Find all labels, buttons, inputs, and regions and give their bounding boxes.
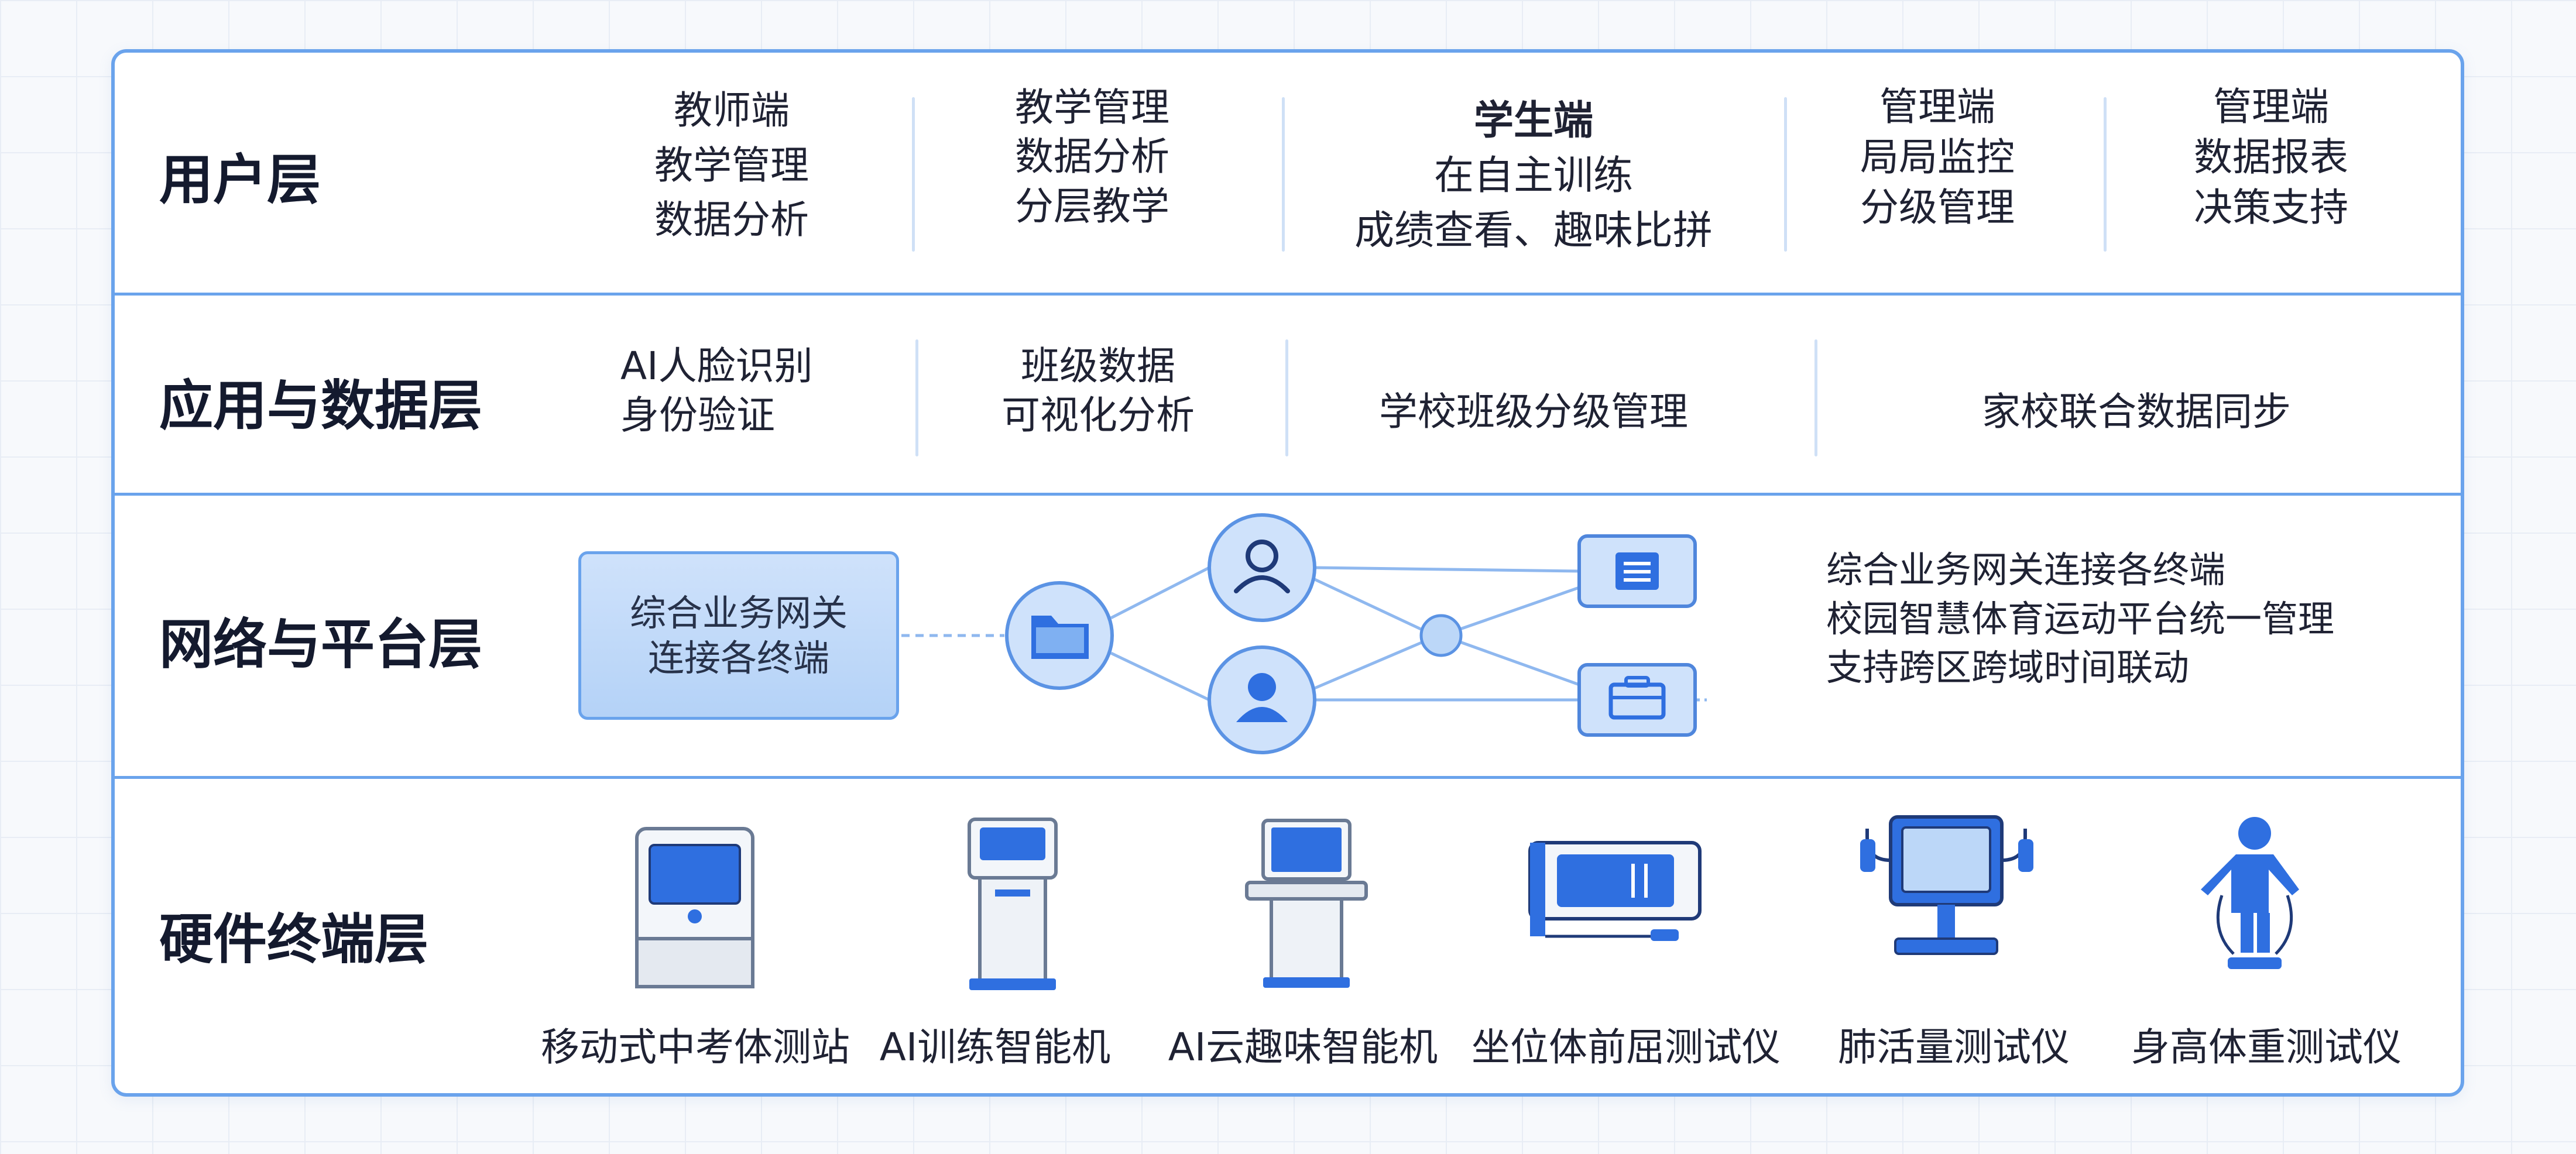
device-label-height-weight: 身高体重测试仪 (2131, 1025, 2402, 1070)
app-col-home-school: 家校联合数据同步 (1873, 380, 2400, 437)
app-separator (1814, 339, 1817, 456)
user-col-line: 学生端 (1473, 98, 1593, 144)
user-col-line: 在自主训练 (1433, 152, 1633, 199)
user-col-line: 分级管理 (1860, 184, 2015, 230)
user-col-line: 管理端 (2213, 84, 2329, 129)
app-col-line: 家校联合数据同步 (1982, 389, 2291, 434)
user-col-line: 管理端 (1879, 84, 1995, 129)
device-label-kiosk: 移动式中考体测站 (541, 1025, 850, 1070)
layer-title-hardware: 硬件终端层 (159, 908, 429, 971)
separator-app-network (115, 493, 2461, 496)
toolbox-icon (1577, 663, 1697, 737)
user-col-admin-report: 管理端 数据报表 决策支持 (2154, 82, 2388, 232)
network-description: 综合业务网关连接各终端 校园智慧体育运动平台统一管理 支持跨区跨域时间联动 (1826, 545, 2334, 692)
device-label-spirometer: 肺活量测试仪 (1838, 1025, 2070, 1070)
user-col-admin-monitor: 管理端 局局监控 分级管理 (1820, 82, 2054, 232)
folder-icon (1005, 581, 1114, 690)
user-col-teaching: 教学管理 数据分析 分层教学 (975, 83, 1209, 231)
separator-network-hardware (115, 776, 2461, 779)
kiosk-icon (635, 827, 754, 988)
app-col-line: AI人脸识别 (620, 344, 813, 389)
layer-title-app: 应用与数据层 (159, 375, 483, 437)
layer-title-user: 用户层 (159, 149, 321, 211)
sit-reach-tester-icon (1528, 841, 1702, 941)
app-separator (915, 339, 918, 456)
user-col-student: 学生端 在自主训练 成绩查看、趣味比拼 (1317, 94, 1750, 258)
app-col-line: 身份验证 (620, 393, 775, 438)
user-col-line: 分层教学 (1015, 183, 1169, 229)
spirometer-icon (1860, 815, 2033, 955)
user-col-line: 教师端 (674, 88, 790, 133)
network-desc-line: 校园智慧体育运动平台统一管理 (1826, 597, 2335, 640)
user-col-line: 成绩查看、趣味比拼 (1354, 207, 1713, 254)
user-separator (2104, 97, 2107, 252)
layer-title-network: 网络与平台层 (159, 613, 483, 676)
device-label-cloud: AI云趣味智能机 (1168, 1025, 1438, 1070)
gateway-box: 综合业务网关 连接各终端 (578, 551, 899, 720)
gateway-line: 连接各终端 (647, 637, 829, 679)
document-icon (1577, 534, 1697, 608)
app-col-line: 可视化分析 (1001, 393, 1195, 438)
user-col-line: 数据分析 (1015, 134, 1169, 180)
user-icon (1208, 645, 1316, 754)
height-weight-icon (2201, 817, 2299, 969)
device-label-sit-reach: 坐位体前屈测试仪 (1471, 1025, 1781, 1070)
app-col-class-data: 班级数据 可视化分析 (975, 342, 1221, 441)
user-separator (1282, 97, 1285, 252)
hub-node (1419, 614, 1463, 657)
app-col-line: 学校班级分级管理 (1379, 389, 1688, 434)
device-label-training: AI训练智能机 (879, 1025, 1111, 1070)
user-col-line: 数据分析 (654, 197, 809, 243)
gateway-line: 综合业务网关 (629, 591, 848, 634)
user-col-teacher: 教师端 教学管理 数据分析 (615, 83, 849, 248)
app-col-school-mgmt: 学校班级分级管理 (1317, 380, 1750, 437)
user-col-line: 局局监控 (1860, 134, 2015, 180)
user-col-line: 数据报表 (2194, 134, 2348, 180)
user-icon (1208, 513, 1316, 622)
app-col-line: 班级数据 (1021, 344, 1175, 389)
user-col-line: 教学管理 (1015, 85, 1169, 130)
network-desc-line: 支持跨区跨域时间联动 (1826, 646, 2190, 689)
network-desc-line: 综合业务网关连接各终端 (1826, 548, 2226, 591)
user-separator (1784, 97, 1787, 252)
user-separator (912, 97, 915, 252)
user-col-line: 决策支持 (2194, 184, 2348, 230)
separator-user-app (115, 293, 2461, 296)
standing-kiosk-icon (968, 818, 1058, 990)
app-col-face-id: AI人脸识别 身份验证 (620, 342, 855, 441)
user-col-line: 教学管理 (654, 142, 809, 188)
app-separator (1285, 339, 1288, 456)
desk-terminal-icon (1245, 819, 1368, 988)
